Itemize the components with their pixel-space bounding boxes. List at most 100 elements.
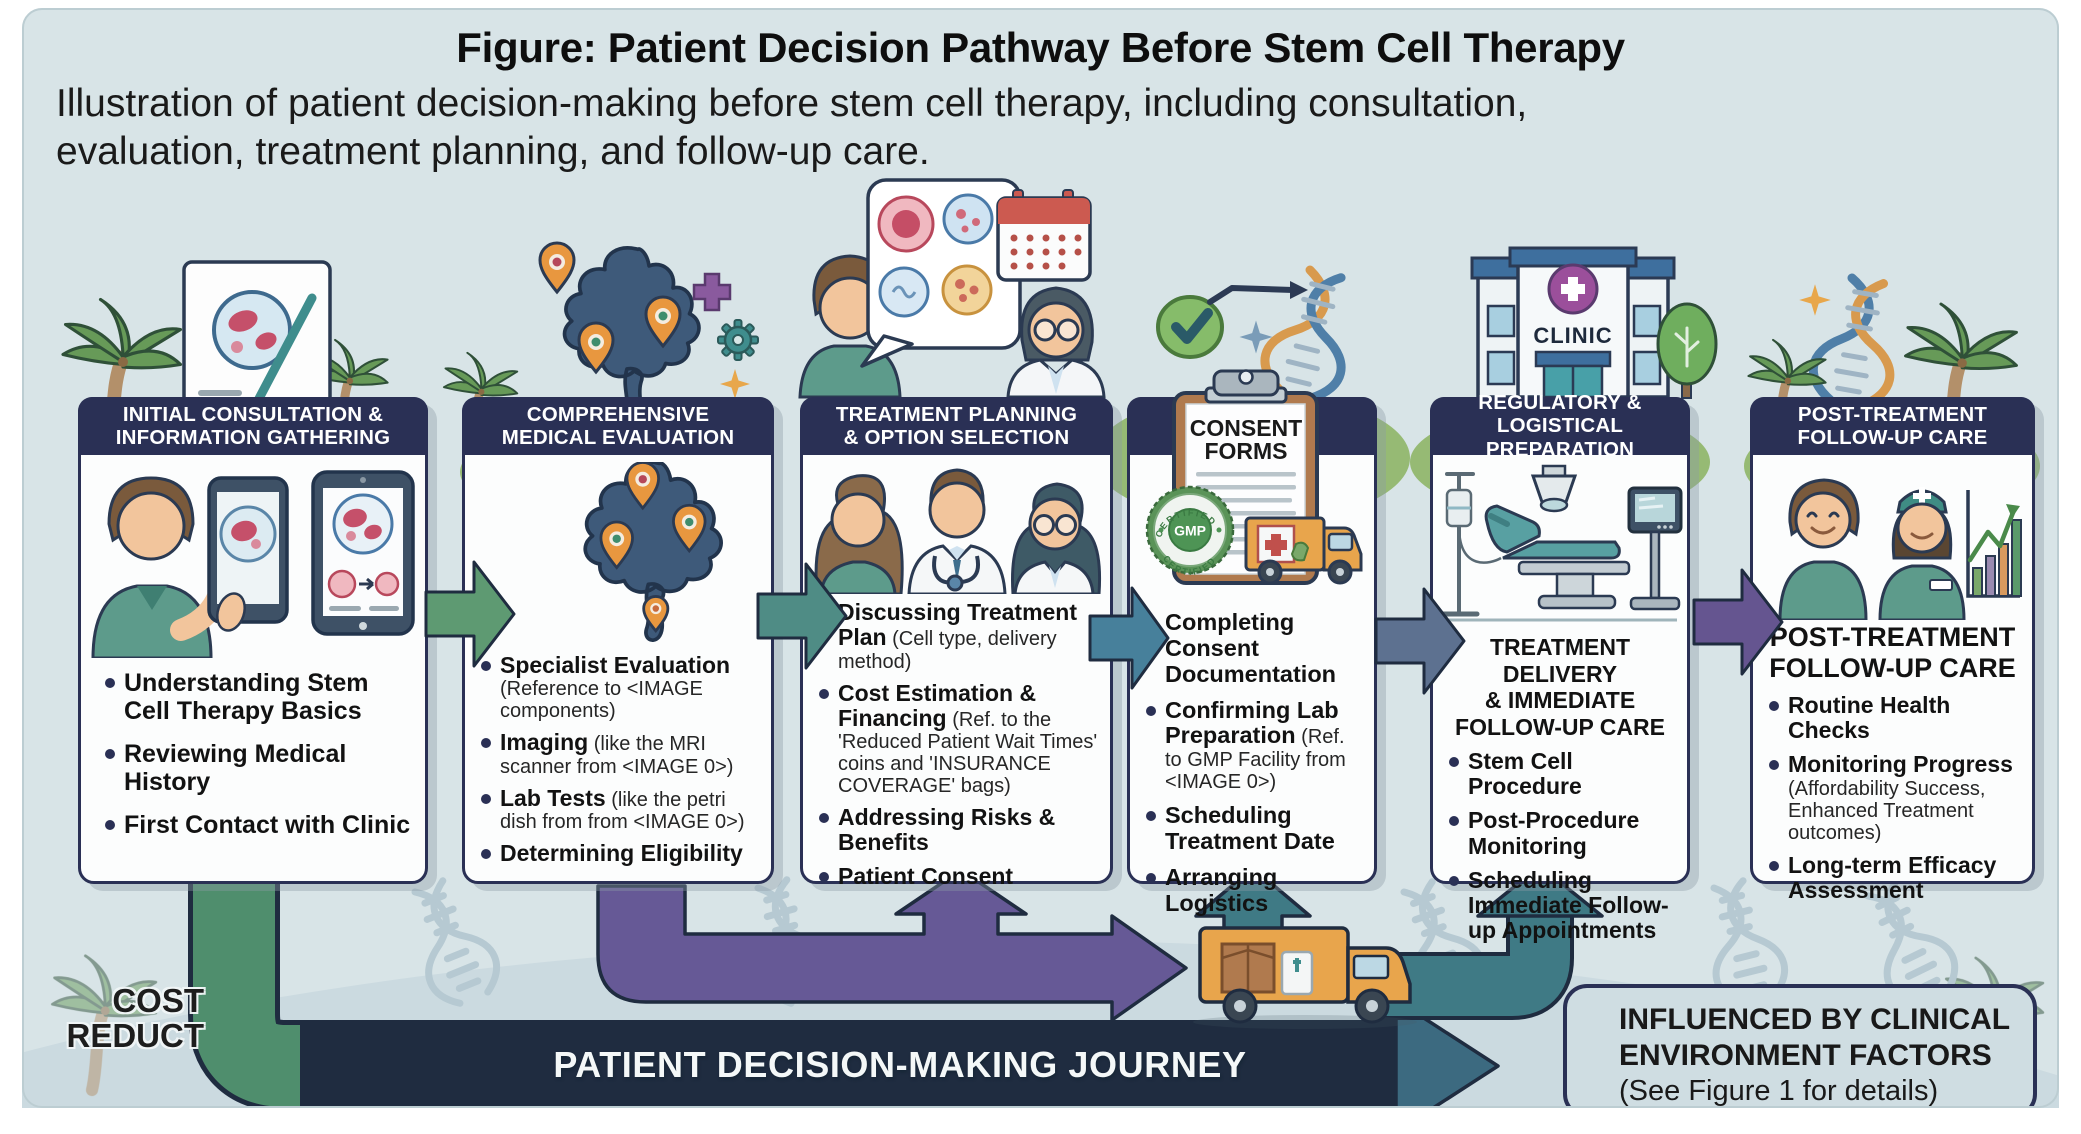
stage-header-line: COMPREHENSIVE	[526, 402, 710, 426]
stage-subheader: POST-TREATMENT FOLLOW-UP CARE	[1769, 622, 2016, 684]
stage-header: INITIAL CONSULTATION & INFORMATION GATHE…	[78, 397, 428, 455]
patient-avatar	[1777, 478, 1868, 620]
doctor-avatar	[1006, 286, 1106, 399]
frame-margin	[2059, 0, 2081, 1134]
map-with-pins-illustration	[583, 462, 723, 642]
flow-arrow-2	[756, 562, 848, 670]
stage-subheader: TREATMENT DELIVERY & IMMEDIATE FOLLOW-UP…	[1455, 634, 1665, 741]
sparkle-icon	[1799, 284, 1831, 316]
influence-line2: ENVIRONMENT FACTORS	[1619, 1039, 1992, 1072]
checkmark-icon	[1156, 295, 1224, 359]
stage-header: COMPREHENSIVE MEDICAL EVALUATION	[462, 397, 774, 455]
journey-banner	[188, 884, 1500, 1134]
clipboard-title-line2: FORMS	[1204, 438, 1287, 464]
figure-title: Figure: Patient Decision Pathway Before …	[456, 24, 1625, 71]
stage-header-line: INFORMATION GATHERING	[115, 426, 391, 449]
stage-panel-regulatory-preparation: REGULATORY & LOGISTICAL PREPARATION	[1430, 391, 1690, 943]
clinic-sign-label: CLINIC	[1533, 323, 1612, 348]
patient-phone-tablet-illustration	[91, 470, 415, 658]
cost-reduction-note: COST REDUCT	[50, 982, 205, 1054]
bullet-item: Discussing Treatment Plan (Cell type, de…	[819, 599, 1102, 673]
delivery-truck-icon	[1193, 926, 1417, 1029]
figure-subtitle-line1: Illustration of patient decision-making …	[56, 82, 1528, 125]
bullet-item: Stem Cell Procedure	[1449, 748, 1679, 800]
stage-header: REGULATORY & LOGISTICAL PREPARATION	[1430, 391, 1690, 461]
treatment-room-illustration	[1438, 464, 1683, 622]
sparkle-icon	[720, 369, 750, 399]
clipboard-title-line1: CONSENT	[1190, 415, 1302, 441]
arrow-icon	[1207, 281, 1308, 305]
growth-chart-icon	[1965, 490, 2022, 598]
stage-header-line: LOGISTICAL PREPARATION	[1485, 414, 1635, 461]
stage-header-line: POST-TREATMENT	[1797, 402, 1988, 426]
flow-arrow-3	[1088, 586, 1170, 690]
badge-center-label: GMP	[1174, 523, 1206, 539]
followup-care-illustration	[1777, 478, 2022, 620]
surgical-lamp-icon	[1530, 464, 1578, 513]
bullet-item: Determining Eligibility	[481, 840, 763, 866]
consent-clipboard: CONSENT FORMS GMP CERTIFIED CERTIFIED	[1136, 360, 1386, 600]
stage-header: POST-TREATMENT FOLLOW-UP CARE	[1750, 397, 2035, 455]
tree-icon	[1656, 302, 1718, 399]
stage-header: TREATMENT PLANNING & OPTION SELECTION	[800, 397, 1113, 455]
figure-subtitle: Illustration of patient decision-making …	[56, 80, 1916, 175]
stage-header-line: MEDICAL EVALUATION	[501, 426, 735, 449]
cost-note-line1: COST	[112, 982, 204, 1019]
dna-helix-icon	[1260, 265, 1346, 403]
bullet-item: Lab Tests (like the petri dish from from…	[481, 785, 763, 833]
bullet-item: Post-Procedure Monitoring	[1449, 808, 1679, 859]
bullet-item: Long-term Efficacy Assessment	[1769, 852, 2024, 904]
bullet-item: Monitoring Progress (Affordability Succe…	[1769, 752, 2024, 844]
speech-bubble-cells-icon	[860, 178, 1022, 368]
stage-panel-treatment-planning: TREATMENT PLANNING & OPTION SELECTION Di…	[800, 397, 1113, 888]
pipe-to-regulatory	[1368, 864, 1604, 1020]
bullet-item: First Contact with Clinic	[105, 811, 417, 840]
bullet-item: Completing Consent Documentation	[1146, 609, 1366, 688]
stage-header-line: & OPTION SELECTION	[843, 426, 1070, 449]
frame-margin	[0, 0, 2081, 8]
cost-note-line2: REDUCT	[66, 1016, 205, 1054]
bullet-item: Scheduling Immediate Follow-up Appointme…	[1449, 867, 1679, 944]
care-team-illustration	[814, 468, 1102, 594]
bullet-item: Imaging (like the MRI scanner from <IMAG…	[481, 730, 763, 778]
gear-icon	[717, 319, 759, 361]
bullet-item: Addressing Risks & Benefits	[819, 804, 1102, 856]
frame-margin	[0, 0, 22, 1134]
stage-header-line: REGULATORY &	[1478, 390, 1642, 414]
stage-panel-post-treatment: POST-TREATMENT FOLLOW-UP CARE	[1750, 397, 2035, 903]
calendar-icon	[996, 189, 1092, 282]
clinical-environment-factors-box: INFLUENCED BY CLINICAL ENVIRONMENT FACTO…	[1563, 984, 2037, 1118]
delivery-truck-icon	[1244, 516, 1363, 585]
flow-arrow-5	[1692, 568, 1784, 676]
nurse-avatar	[1877, 487, 1966, 620]
stage-panel-consent-forms: CONSENT FORMS GMP CERTIFIED CERTIFIED	[1127, 369, 1377, 916]
gmp-certified-badge: GMP	[1145, 485, 1235, 575]
medical-cross-icon	[692, 272, 732, 312]
bullet-item: Understanding Stem Cell Therapy Basics	[105, 669, 417, 725]
exam-bed-icon	[1484, 504, 1631, 610]
thailand-map-icon	[538, 241, 701, 427]
bullet-item: Arranging Logistics	[1146, 864, 1366, 917]
bullet-item: Patient Consent	[819, 863, 1102, 889]
bullet-item: Cost Estimation & Financing (Ref. to the…	[819, 680, 1102, 797]
stage-header-line: INITIAL CONSULTATION &	[122, 402, 384, 426]
stage-panel-medical-evaluation: COMPREHENSIVE MEDICAL EVALUATION Specia	[462, 397, 774, 884]
dna-helix-icon	[1808, 273, 1895, 411]
journey-banner-label: PATIENT DECISION-MAKING JOURNEY	[553, 1044, 1247, 1085]
flow-arrow-4	[1374, 587, 1466, 695]
bullet-item: Reviewing Medical History	[105, 740, 417, 796]
stage-header-line: TREATMENT PLANNING	[835, 402, 1078, 426]
flow-arrow-1	[424, 560, 516, 668]
stage-header-line: FOLLOW-UP CARE	[1797, 426, 1988, 449]
monitor-icon	[1627, 486, 1683, 611]
influence-line3: (See Figure 1 for details)	[1619, 1075, 1939, 1107]
influence-line1: INFLUENCED BY CLINICAL	[1619, 1003, 2011, 1036]
iv-drip-icon	[1438, 472, 1502, 617]
frame-margin	[0, 1108, 2081, 1134]
stage-panel-initial-consultation: INITIAL CONSULTATION & INFORMATION GATHE…	[78, 397, 428, 884]
figure-subtitle-line2: evaluation, treatment planning, and foll…	[56, 129, 930, 173]
bullet-item: Confirming Lab Preparation (Ref. to GMP …	[1146, 697, 1366, 794]
bullet-item: Scheduling Treatment Date	[1146, 802, 1366, 855]
feedback-pipe-purple	[596, 868, 1188, 1022]
bullet-item: Routine Health Checks	[1769, 692, 2024, 744]
